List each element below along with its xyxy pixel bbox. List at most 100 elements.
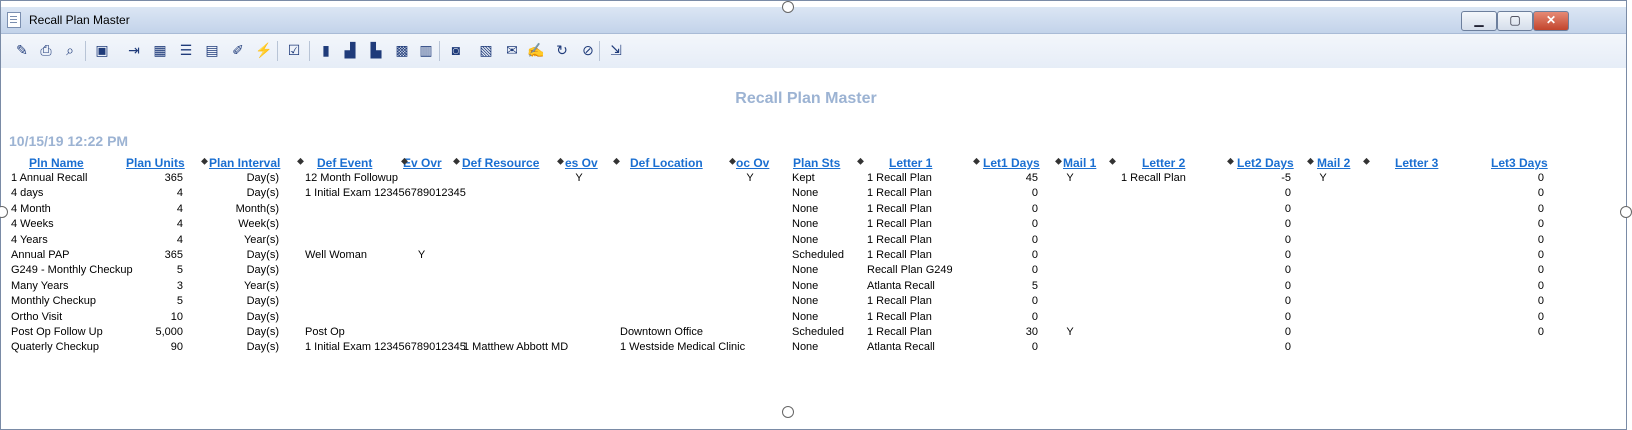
form-icon[interactable]: ☰ — [179, 42, 193, 58]
column-header-letter3[interactable]: Letter 3 — [1395, 156, 1439, 170]
cell-interval[interactable]: Month(s) — [235, 202, 279, 215]
cell-let1days[interactable]: 45 — [1025, 172, 1038, 184]
cell-letter1[interactable]: 1 Recall Plan — [867, 187, 932, 200]
resize-handle-bottom[interactable] — [782, 406, 794, 418]
cell-units[interactable]: 5,000 — [155, 326, 183, 338]
sort-icon[interactable]: ⬥ — [557, 156, 564, 167]
cell-sts[interactable]: None — [792, 279, 819, 292]
cell-name[interactable]: 4 Weeks — [11, 218, 54, 231]
cell-name[interactable]: Quaterly Checkup — [11, 341, 100, 354]
cell-let2days[interactable]: 0 — [1284, 202, 1291, 215]
cell-interval[interactable]: Day(s) — [246, 172, 279, 184]
cell-let1days[interactable]: 0 — [1031, 341, 1038, 354]
cell-let3days[interactable]: 0 — [1537, 218, 1544, 231]
camera-icon[interactable]: ◙ — [451, 42, 461, 58]
cell-sts[interactable]: Scheduled — [792, 326, 844, 338]
cell-interval[interactable]: Day(s) — [246, 295, 279, 308]
column-header-let2days[interactable]: Let2 Days — [1237, 156, 1294, 170]
sort-icon[interactable]: ⬥ — [857, 156, 864, 167]
cell-let3days[interactable]: 0 — [1537, 202, 1544, 215]
cell-let2days[interactable]: 0 — [1284, 295, 1291, 308]
cell-sts[interactable]: None — [792, 295, 819, 308]
cell-sts[interactable]: None — [792, 202, 819, 215]
cell-letter1[interactable]: 1 Recall Plan — [867, 310, 932, 323]
columns-icon[interactable]: ▦ — [153, 42, 167, 58]
cell-event[interactable]: 1 Initial Exam 123456789012345 — [305, 341, 466, 354]
sort-icon[interactable]: ⬥ — [1055, 156, 1062, 167]
checklist-icon[interactable]: ☑ — [287, 42, 301, 58]
cell-let2days[interactable]: 0 — [1284, 249, 1291, 261]
cell-let2days[interactable]: 0 — [1284, 233, 1291, 246]
cell-let2days[interactable]: 0 — [1284, 187, 1291, 200]
title-bar[interactable]: Recall Plan Master ▁ ▢ ✕ — [1, 7, 1626, 34]
cell-let3days[interactable]: 0 — [1537, 326, 1544, 338]
cell-let1days[interactable]: 0 — [1031, 187, 1038, 200]
cell-let2days[interactable]: 0 — [1284, 341, 1291, 354]
cell-event[interactable]: 1 Initial Exam 123456789012345 — [305, 187, 466, 200]
column-header-let1days[interactable]: Let1 Days — [983, 156, 1040, 170]
report-icon[interactable]: ▥ — [419, 42, 433, 58]
cell-sts[interactable]: Kept — [792, 172, 815, 184]
cell-let1days[interactable]: 0 — [1031, 218, 1038, 231]
cell-units[interactable]: 5 — [176, 295, 183, 308]
cell-location[interactable]: 1 Westside Medical Clinic — [620, 341, 746, 354]
cell-interval[interactable]: Day(s) — [246, 264, 279, 277]
cell-sts[interactable]: None — [792, 310, 819, 323]
email-icon[interactable]: ✉ — [506, 42, 518, 58]
cell-sts[interactable]: Scheduled — [792, 249, 844, 261]
cell-let1days[interactable]: 0 — [1031, 295, 1038, 308]
cell-units[interactable]: 4 — [176, 233, 183, 246]
cell-letter1[interactable]: 1 Recall Plan — [867, 202, 932, 215]
cell-location[interactable]: Downtown Office — [620, 326, 703, 338]
sort-icon[interactable]: ⬥ — [613, 156, 620, 167]
cell-units[interactable]: 365 — [164, 249, 183, 261]
cell-units[interactable]: 90 — [170, 341, 183, 354]
cell-let3days[interactable]: 0 — [1537, 172, 1544, 184]
cell-letter1[interactable]: Atlanta Recall — [867, 279, 935, 292]
cell-event[interactable]: 12 Month Followup — [305, 172, 398, 184]
column-header-sts[interactable]: Plan Sts — [793, 156, 841, 170]
chart-export-icon[interactable]: ▟ — [344, 42, 356, 58]
column-header-resource[interactable]: Def Resource — [462, 156, 540, 170]
cell-let1days[interactable]: 0 — [1031, 233, 1038, 246]
cell-name[interactable]: 4 Month — [11, 202, 51, 215]
column-header-event[interactable]: Def Event — [317, 156, 373, 170]
refresh-icon[interactable]: ↻ — [556, 42, 568, 58]
cell-interval[interactable]: Week(s) — [238, 218, 279, 231]
cell-let2days[interactable]: 0 — [1284, 279, 1291, 292]
sort-icon[interactable]: ⬥ — [201, 156, 208, 167]
cell-interval[interactable]: Day(s) — [246, 310, 279, 323]
cell-loc-ovr[interactable]: Y — [746, 172, 754, 184]
cell-let3days[interactable]: 0 — [1537, 310, 1544, 323]
cell-units[interactable]: 3 — [176, 279, 183, 292]
minimize-button[interactable]: ▁ — [1461, 11, 1497, 31]
insert-row-icon[interactable]: ⇥ — [128, 42, 140, 58]
bar-chart-icon[interactable]: ▮ — [322, 42, 330, 58]
cell-let1days[interactable]: 5 — [1031, 279, 1038, 292]
cell-mail1[interactable]: Y — [1066, 326, 1074, 338]
column-header-name[interactable]: Pln Name — [29, 156, 84, 170]
cell-letter1[interactable]: 1 Recall Plan — [867, 249, 932, 261]
cell-let3days[interactable]: 0 — [1537, 264, 1544, 277]
cell-let3days[interactable]: 0 — [1537, 187, 1544, 200]
cell-let1days[interactable]: 0 — [1031, 202, 1038, 215]
column-header-letter1[interactable]: Letter 1 — [889, 156, 933, 170]
cell-sts[interactable]: None — [792, 218, 819, 231]
cell-sts[interactable]: None — [792, 187, 819, 200]
cell-sts[interactable]: None — [792, 233, 819, 246]
clear-icon[interactable]: ✐ — [232, 42, 244, 58]
sort-icon[interactable]: ⬥ — [1307, 156, 1314, 167]
print-setup-icon[interactable]: ✎ — [16, 42, 28, 58]
cell-let1days[interactable]: 0 — [1031, 310, 1038, 323]
cell-let2days[interactable]: 0 — [1284, 310, 1291, 323]
sort-icon[interactable]: ⬥ — [297, 156, 304, 167]
printer-icon[interactable]: ⎙ — [40, 42, 52, 58]
cell-name[interactable]: Annual PAP — [11, 249, 70, 261]
cell-letter1[interactable]: 1 Recall Plan — [867, 326, 932, 338]
sort-icon[interactable]: ⬥ — [973, 156, 980, 167]
run-icon[interactable]: ⚡ — [255, 42, 273, 58]
cell-interval[interactable]: Year(s) — [243, 279, 279, 292]
stop-icon[interactable]: ⊘ — [582, 42, 594, 58]
column-header-mail1[interactable]: Mail 1 — [1063, 156, 1097, 170]
cell-sts[interactable]: None — [792, 341, 819, 354]
